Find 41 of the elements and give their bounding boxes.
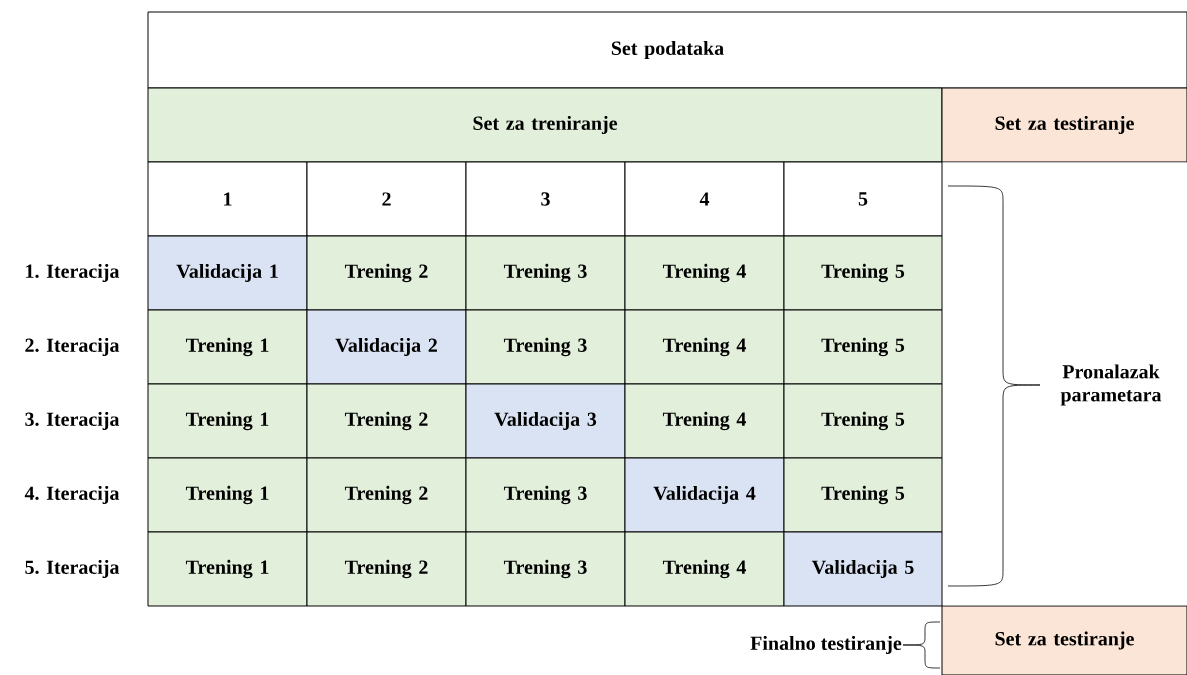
fold-header-cell: 2: [306, 161, 467, 237]
row-label: 4. Iteracija: [24, 485, 120, 505]
fold-header-cell: 4: [624, 161, 785, 237]
training-cell: Trening 5: [783, 457, 943, 533]
training-cell: Trening 2: [306, 235, 467, 311]
training-cell: Trening 5: [783, 309, 943, 385]
set-box: Set za treniranje: [147, 87, 943, 163]
training-cell: Trening 4: [624, 309, 785, 385]
training-cell: Trening 2: [306, 457, 467, 533]
set-box: Set za testiranje: [941, 87, 1187, 163]
training-cell: Trening 5: [783, 383, 943, 459]
training-cell: Trening 4: [624, 531, 785, 607]
brace-label: Pronalazak parametara: [1060, 364, 1162, 406]
training-cell: Trening 1: [147, 531, 308, 607]
training-cell: Trening 3: [465, 457, 626, 533]
training-cell: Trening 2: [306, 383, 467, 459]
training-cell: Trening 4: [624, 235, 785, 311]
brace-label: Finalno testiranje: [750, 635, 902, 655]
training-cell: Trening 2: [306, 531, 467, 607]
validation-cell: Validacija 1: [147, 235, 308, 311]
fold-header-cell: 1: [147, 161, 308, 237]
row-label: 2. Iteracija: [25, 337, 120, 357]
fold-header-cell: 3: [465, 161, 626, 237]
validation-cell: Validacija 3: [465, 383, 626, 459]
training-cell: Trening 3: [465, 531, 626, 607]
validation-cell: Validacija 5: [783, 531, 943, 607]
validation-cell: Validacija 4: [624, 457, 785, 533]
training-cell: Trening 5: [783, 235, 943, 311]
set-box: Set za testiranje: [941, 605, 1187, 675]
row-label: 5. Iteracija: [25, 559, 120, 579]
header-box: Set podataka: [147, 11, 1187, 89]
fold-header-cell: 5: [783, 161, 943, 237]
training-cell: Trening 1: [147, 457, 308, 533]
row-label: 1. Iteracija: [26, 263, 120, 283]
training-cell: Trening 3: [465, 309, 626, 385]
training-cell: Trening 4: [624, 383, 785, 459]
training-cell: Trening 1: [147, 383, 308, 459]
training-cell: Trening 3: [465, 235, 626, 311]
validation-cell: Validacija 2: [306, 309, 467, 385]
training-cell: Trening 1: [147, 309, 308, 385]
row-label: 3. Iteracija: [25, 411, 120, 431]
